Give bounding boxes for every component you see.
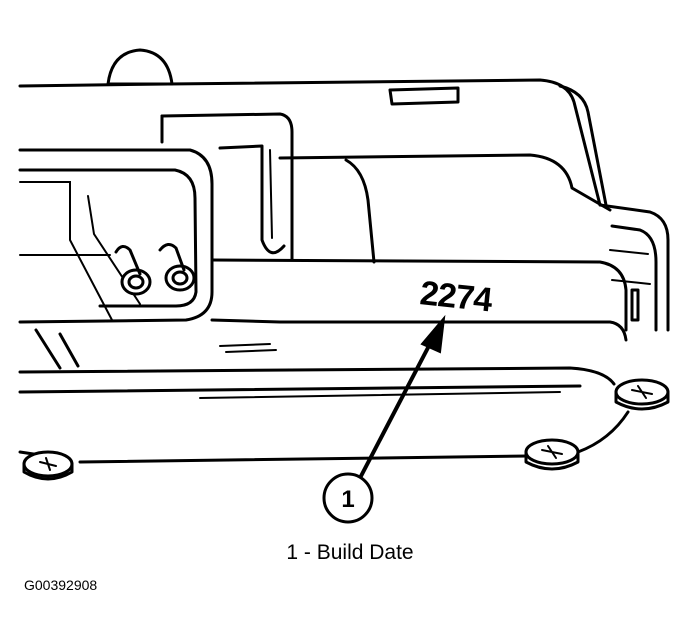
mounting-screw-left	[22, 450, 74, 481]
connector-cavity	[19, 181, 113, 321]
shoulder-step	[344, 158, 376, 264]
mounting-screw-right	[614, 378, 670, 411]
callout-number: 1	[341, 486, 354, 513]
housing-top-inner	[558, 84, 608, 207]
side-bracket-edge	[609, 249, 651, 285]
connector-base	[34, 328, 80, 370]
housing-shoulder	[278, 153, 612, 212]
figure-id: G00392908	[24, 577, 98, 593]
flange-groove	[199, 391, 561, 399]
housing-lower-band	[210, 318, 628, 342]
housing-mid-edge	[210, 258, 628, 332]
side-bracket-slot	[630, 288, 640, 322]
connector-pin-left-core	[127, 274, 145, 290]
boss-clip	[218, 144, 286, 255]
side-bracket-inner	[610, 224, 658, 332]
connector-housing	[18, 148, 214, 324]
pin-left-shaft	[114, 245, 142, 276]
top-vent-slot	[388, 86, 460, 106]
housing-bottom-edge	[18, 366, 616, 386]
boss-clip-inner	[269, 149, 273, 239]
leader-arrowhead	[420, 314, 446, 354]
rear-knob	[106, 48, 174, 86]
flange-right-edge	[576, 410, 630, 454]
flange-front-edge	[78, 454, 530, 464]
housing-top	[18, 78, 602, 207]
pin-right-shaft	[158, 243, 186, 272]
figure-caption: 1 - Build Date	[286, 541, 414, 564]
base-hatch	[219, 343, 277, 353]
callout-circle	[322, 472, 374, 524]
connector-boss	[160, 112, 294, 262]
connector-pin-right-core	[171, 270, 189, 286]
side-bracket	[598, 203, 670, 332]
mounting-screw-center	[524, 438, 580, 471]
leader-line	[358, 339, 434, 479]
part-stamp: 2274	[418, 274, 494, 319]
flange-top	[18, 384, 582, 394]
connector-housing-inner	[18, 168, 198, 308]
